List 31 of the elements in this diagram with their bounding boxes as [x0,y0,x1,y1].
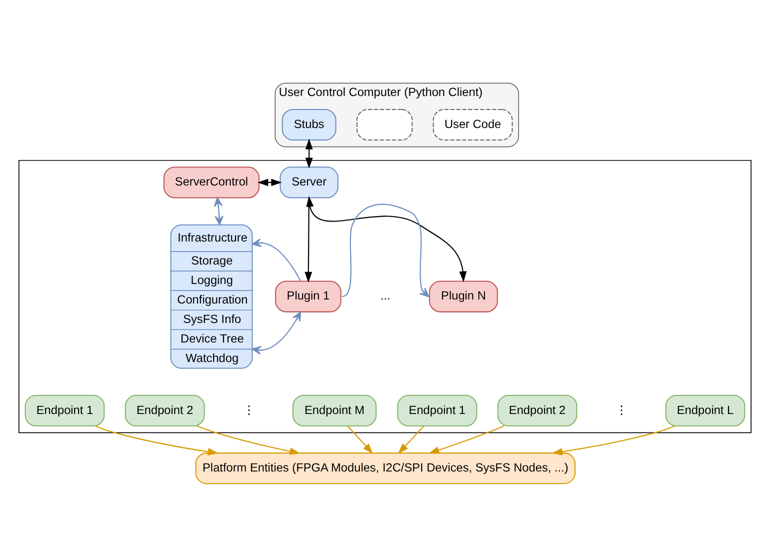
arrow [428,424,504,454]
arrow [347,425,374,454]
arrow [196,425,300,454]
node-box: ServerControl [164,166,260,198]
node-box: Endpoint M [292,394,377,426]
arrow [342,203,430,297]
node-box: Endpoint 1 [24,394,105,426]
arrow [252,238,302,281]
node-box: Plugin N [429,280,498,312]
arrow [257,178,282,186]
node-box: Stubs [282,108,336,140]
arrow [252,311,302,354]
arrow [305,138,313,168]
node-box: Endpoint 1 [397,394,478,426]
node-box: User Code [432,108,513,140]
node-box [356,108,413,140]
arrow [552,424,675,455]
arrow [306,196,467,282]
arrow [398,425,424,454]
node-box: Endpoint 2 [124,394,205,426]
node-box: Server [280,166,338,198]
arrow [214,196,224,225]
node-box: Endpoint L [665,394,746,426]
node-box: Platform Entities (FPGA Modules, I2C/SPI Devices, SysFS Nodes, ...) [195,452,576,484]
label: ⋮ [615,402,628,416]
cluster [18,159,752,433]
node-box: Plugin 1 [275,280,342,312]
label: ... [380,288,390,302]
label: ⋮ [242,402,255,416]
arrow [95,424,219,455]
node-box: Endpoint 2 [497,394,578,426]
